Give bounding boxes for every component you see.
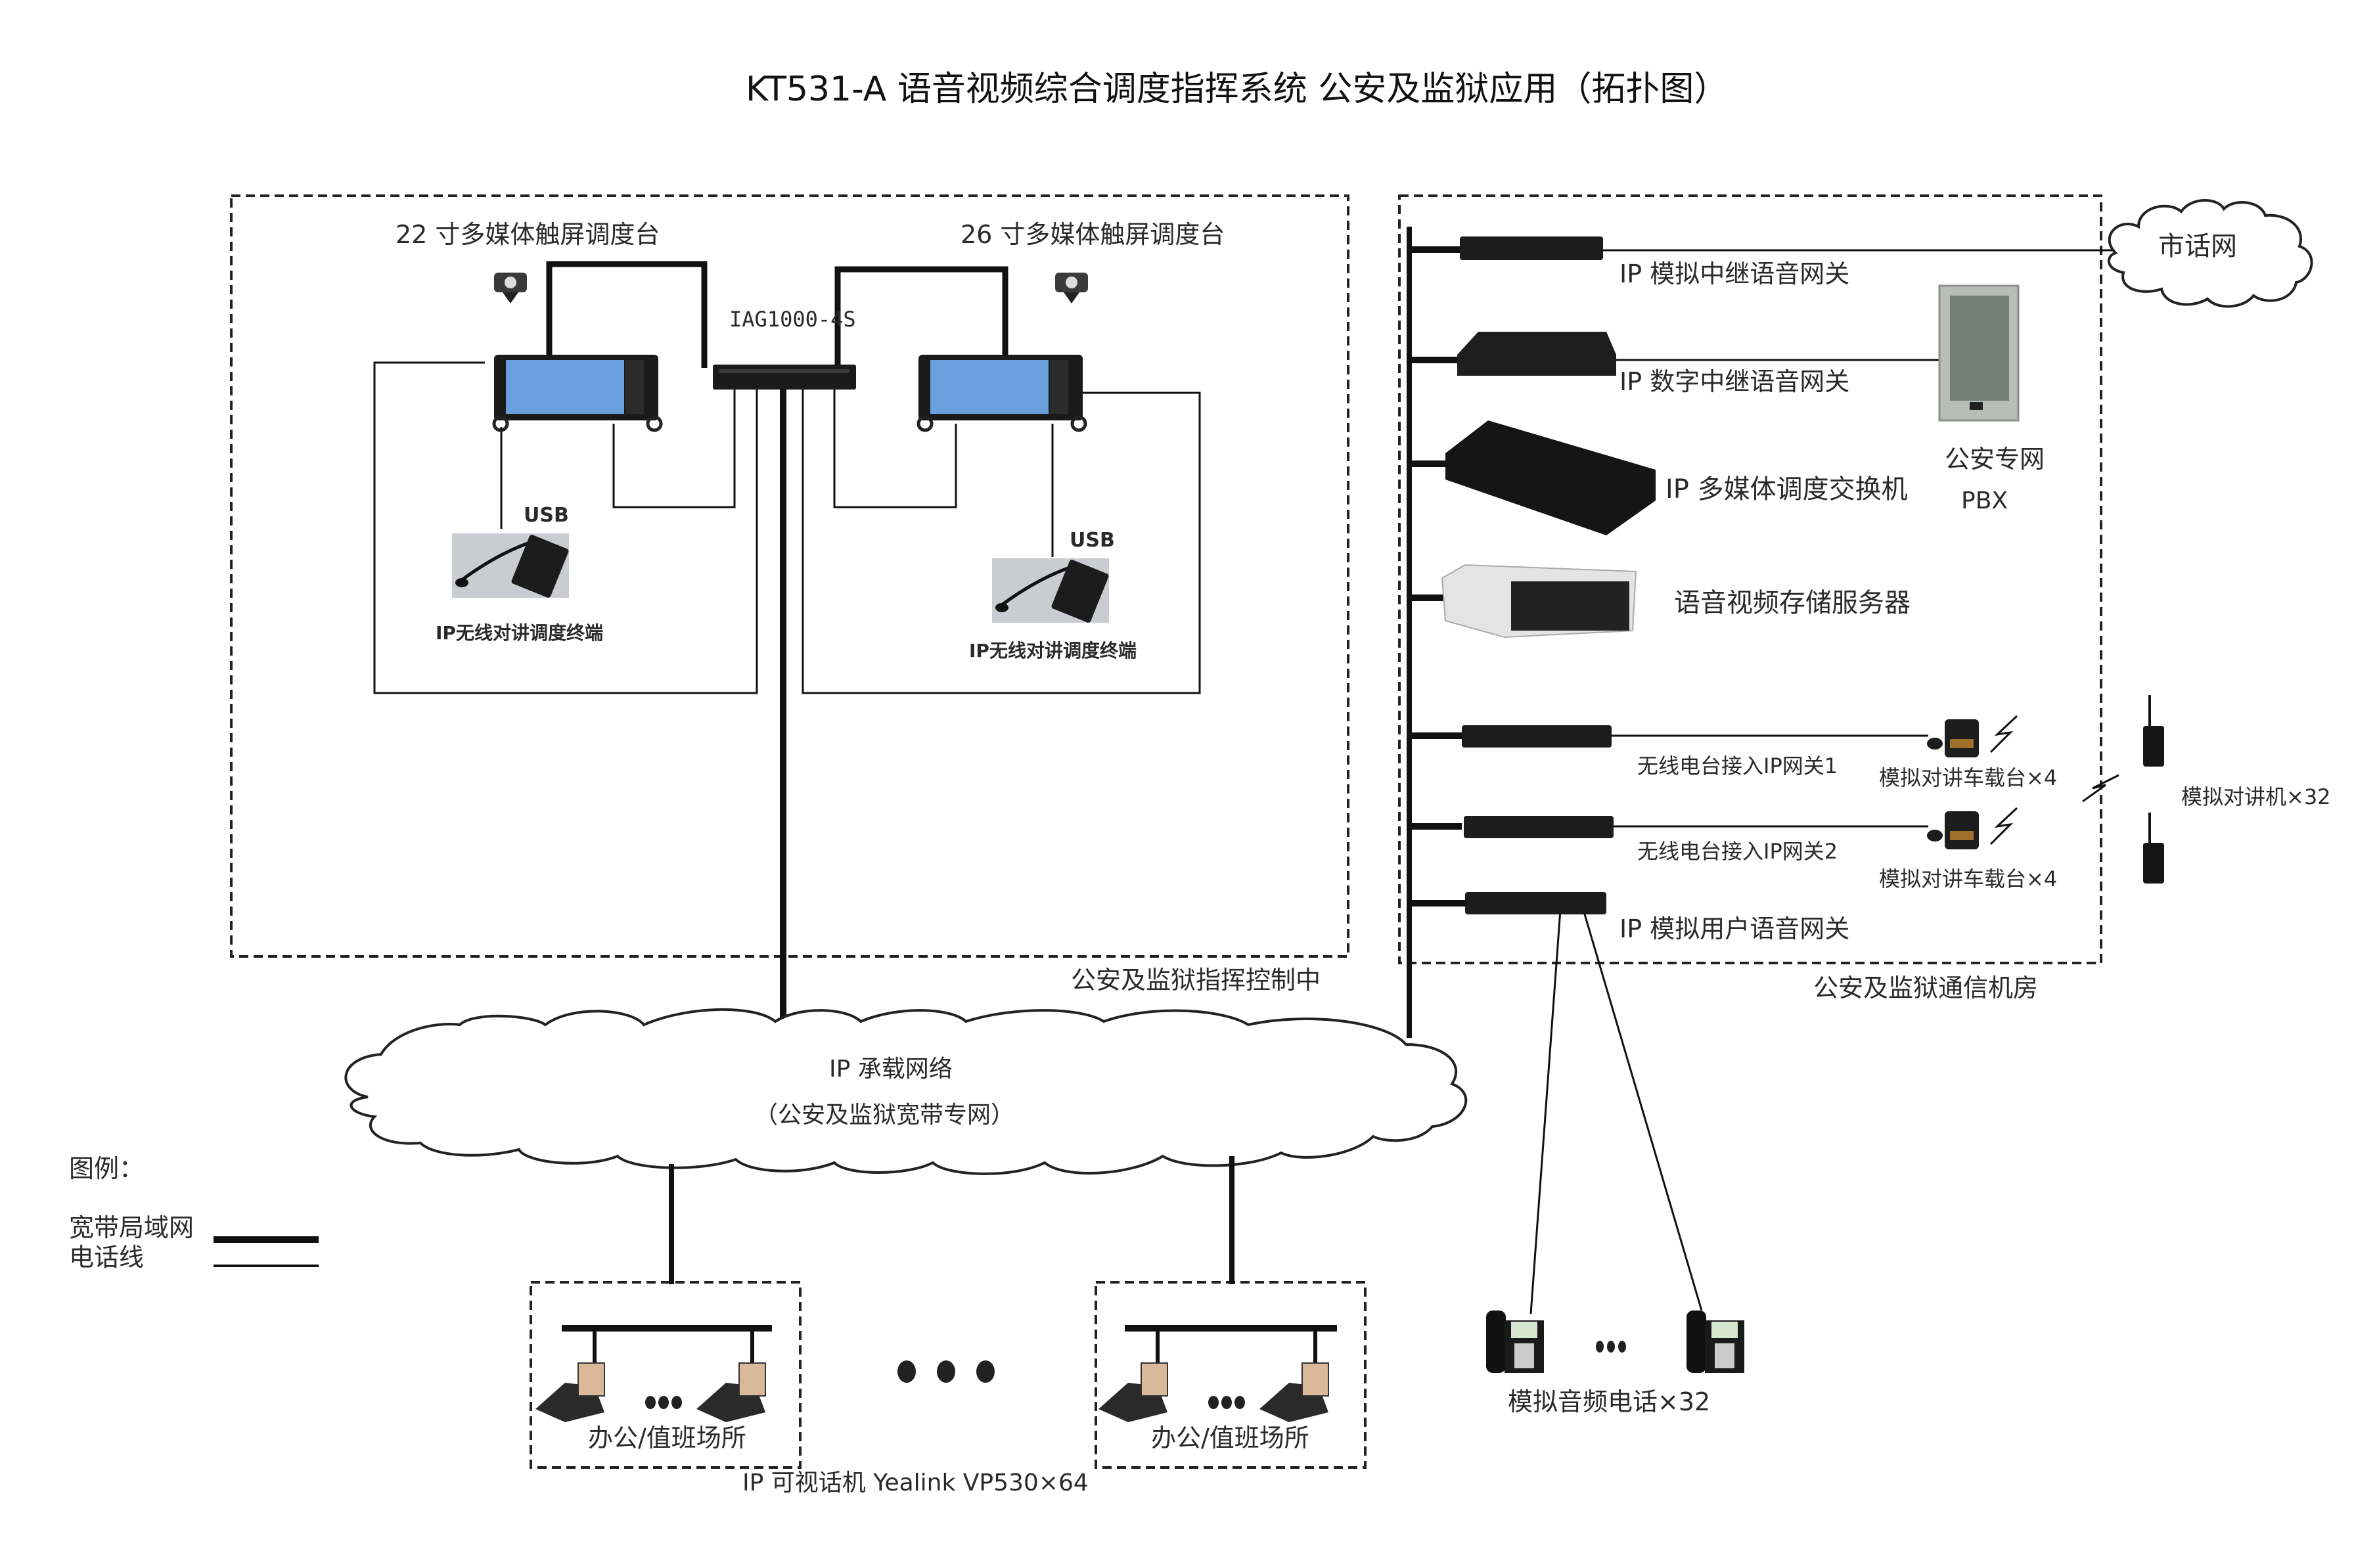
- video-phone-icon: [696, 1362, 766, 1422]
- command-center-zone: [230, 194, 1349, 958]
- radio-gateway-1-icon: [1462, 725, 1612, 748]
- digital-trunk-gateway-icon: [1457, 332, 1616, 376]
- diagram-title: KT531-A 语音视频综合调度指挥系统 公安及监狱应用（拓扑图）: [746, 70, 1729, 109]
- ip-backbone-cloud-shape: [344, 1008, 1468, 1175]
- analog-user-gateway-icon: [1465, 892, 1606, 914]
- handheld-radio-icon-top: [2143, 695, 2164, 767]
- analog-phone-caption: 模拟音频电话×32: [1508, 1387, 1711, 1416]
- usb-label-left: USB: [524, 504, 569, 527]
- device-label-radio-gateway-2: 无线电台接入IP网关2: [1637, 839, 1838, 864]
- webcam-icon-right: [1055, 273, 1088, 303]
- console-22-label: 22 寸多媒体触屏调度台: [396, 220, 660, 249]
- device-label-digital-trunk: IP 数字中继语音网关: [1619, 367, 1850, 396]
- legend-item-phone-line: 电话线: [69, 1243, 145, 1272]
- radio-terminal-label-right: IP无线对讲调度终端: [969, 640, 1137, 661]
- iag-gateway-label: IAG1000-4S: [729, 307, 856, 332]
- touch-console-26-icon: [917, 355, 1087, 432]
- radio-terminal-label-left: IP无线对讲调度终端: [436, 622, 603, 644]
- pbx-label-line2: PBX: [1961, 487, 2008, 514]
- command-center-links: [373, 261, 1201, 1035]
- device-label-storage-server: 语音视频存储服务器: [1674, 588, 1911, 618]
- office-site-label-right: 办公/值班场所: [1151, 1423, 1309, 1452]
- office-links: [562, 1156, 1337, 1366]
- storage-server-icon: [1441, 564, 1637, 638]
- vehicle-radio-icon-1: [1927, 719, 1979, 757]
- radio-gateway-2-icon: [1464, 816, 1614, 838]
- ellipsis-icon: [645, 1341, 1626, 1409]
- usb-label-right: USB: [1070, 529, 1115, 552]
- pbx-cabinet-icon: [1938, 284, 2020, 422]
- pstn-cloud-shape: [2108, 199, 2313, 308]
- pstn-cloud-label: 市话网: [2158, 231, 2237, 261]
- wireless-signal-icon: [1989, 715, 2119, 845]
- console-26-label: 26 寸多媒体触屏调度台: [961, 220, 1225, 249]
- vehicle-radio-label-2: 模拟对讲车载台×4: [1879, 866, 2058, 891]
- pbx-label-line1: 公安专网: [1945, 445, 2045, 474]
- comm-room-zone: [1398, 194, 2102, 964]
- desk-mic-terminal-icon-right: [992, 558, 1109, 623]
- comm-room-zone-label: 公安及监狱通信机房: [1813, 974, 2039, 1002]
- ip-cloud-label-line1: IP 承载网络: [829, 1056, 953, 1083]
- device-label-analog-user-gateway: IP 模拟用户语音网关: [1619, 914, 1850, 943]
- handheld-radio-icon-bottom: [2143, 813, 2164, 884]
- vehicle-radio-label-1: 模拟对讲车载台×4: [1879, 765, 2058, 790]
- analog-phone-icon: [1687, 1310, 1744, 1373]
- ip-cloud-label-line2: （公安及监狱宽带专网）: [754, 1102, 1015, 1129]
- analog-phone-icon: [1486, 1310, 1544, 1373]
- comm-room-links: [1407, 227, 2132, 1314]
- analog-trunk-gateway-icon: [1460, 236, 1603, 260]
- handheld-radio-label: 模拟对讲机×32: [2181, 784, 2331, 809]
- office-site-label-left: 办公/值班场所: [588, 1423, 746, 1452]
- command-center-zone-label: 公安及监狱指挥控制中: [1071, 966, 1321, 995]
- device-label-analog-trunk: IP 模拟中继语音网关: [1619, 259, 1850, 288]
- video-phone-icon: [535, 1362, 605, 1422]
- webcam-icon-left: [494, 273, 527, 303]
- legend-title: 图例：: [69, 1154, 145, 1183]
- touch-console-22-icon: [492, 355, 663, 432]
- legend-item-lan: 宽带局域网: [69, 1213, 194, 1242]
- video-phone-caption: IP 可视话机 Yealink VP530×64: [742, 1469, 1089, 1496]
- device-label-radio-gateway-1: 无线电台接入IP网关1: [1637, 753, 1838, 778]
- vehicle-radio-icon-2: [1927, 811, 1979, 849]
- video-phone-icon: [1098, 1362, 1168, 1422]
- desk-mic-terminal-icon-left: [452, 533, 569, 598]
- multimedia-switch-icon: [1445, 420, 1656, 535]
- video-phone-icon: [1259, 1362, 1329, 1422]
- device-label-multimedia-switch: IP 多媒体调度交换机: [1665, 474, 1908, 504]
- iag-gateway-icon: [713, 365, 856, 390]
- office-zone-left: [530, 1281, 802, 1469]
